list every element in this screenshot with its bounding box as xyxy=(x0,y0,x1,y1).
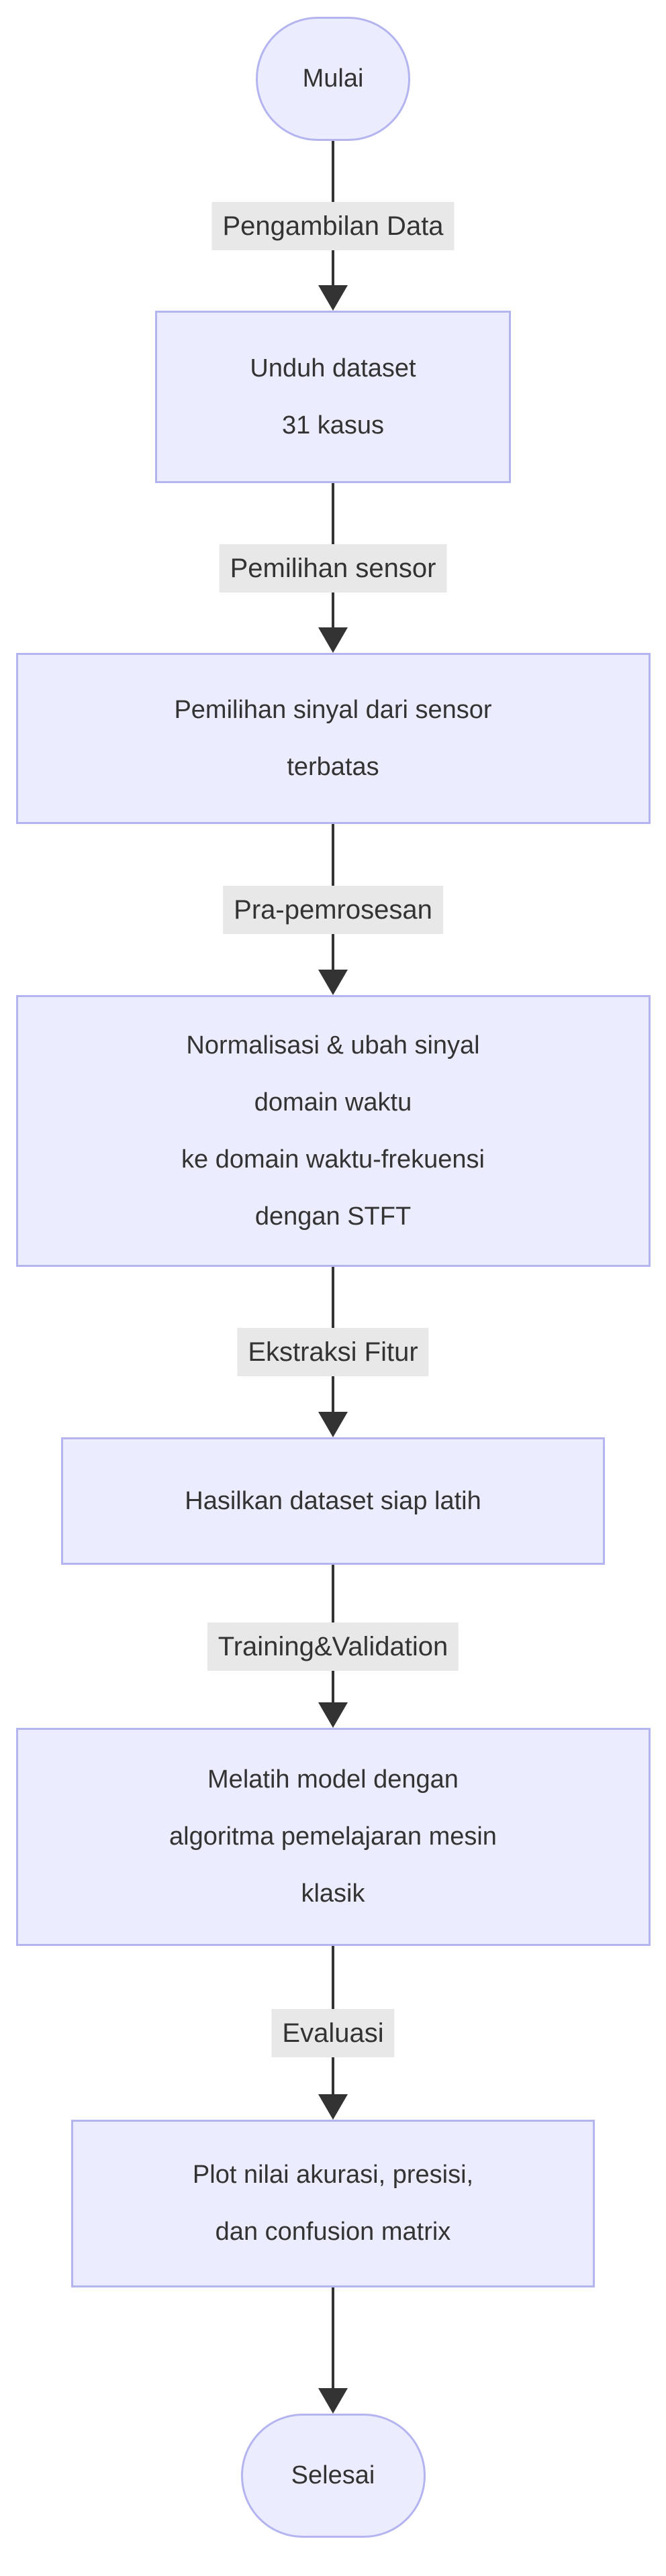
node-label-normalisasi-stft: Normalisasi & ubah sinyal domain waktu k… xyxy=(181,1031,485,1231)
node-unduh-dataset: Unduh dataset 31 kasus xyxy=(155,311,511,483)
node-label-mulai: Mulai xyxy=(302,64,364,93)
edge-pra-pemrosesan: Pra-pemrosesan xyxy=(0,824,666,995)
node-normalisasi-stft: Normalisasi & ubah sinyal domain waktu k… xyxy=(15,995,651,1267)
edge-pengambilan-data: Pengambilan Data xyxy=(0,141,666,311)
arrowhead-down-icon xyxy=(318,2094,348,2120)
edge-label-ekstraksi-fitur: Ekstraksi Fitur xyxy=(237,1328,429,1376)
edge-line xyxy=(332,2287,334,2391)
arrowhead-down-icon xyxy=(318,285,348,311)
edge-plot-to-selesai xyxy=(0,2287,666,2414)
edge-label-training-validation: Training&Validation xyxy=(207,1622,459,1671)
edge-pemilihan-sensor: Pemilihan sensor xyxy=(0,483,666,653)
edge-ekstraksi-fitur: Ekstraksi Fitur xyxy=(0,1267,666,1437)
edge-label-pemilihan-sensor: Pemilihan sensor xyxy=(219,544,447,593)
node-start-mulai: Mulai xyxy=(256,17,410,141)
edge-label-pra-pemrosesan: Pra-pemrosesan xyxy=(223,885,443,934)
node-label-selesai: Selesai xyxy=(291,2461,375,2489)
node-label-melatih-model: Melatih model dengan algoritma pemelajar… xyxy=(169,1765,497,1908)
node-label-hasilkan-dataset: Hasilkan dataset siap latih xyxy=(185,1486,481,1515)
arrowhead-down-icon xyxy=(318,2388,348,2414)
edge-label-pengambilan-data: Pengambilan Data xyxy=(211,201,455,250)
arrowhead-down-icon xyxy=(318,970,348,995)
edge-label-evaluasi: Evaluasi xyxy=(271,2008,395,2057)
node-label-unduh-dataset: Unduh dataset 31 kasus xyxy=(250,354,416,440)
node-label-pemilihan-sinyal: Pemilihan sinyal dari sensor terbatas xyxy=(174,695,492,781)
edge-training-validation: Training&Validation xyxy=(0,1565,666,1728)
edge-evaluasi: Evaluasi xyxy=(0,1946,666,2120)
arrowhead-down-icon xyxy=(318,1412,348,1437)
node-plot-akurasi: Plot nilai akurasi, presisi, dan confusi… xyxy=(71,2120,595,2287)
arrowhead-down-icon xyxy=(318,627,348,653)
node-melatih-model: Melatih model dengan algoritma pemelajar… xyxy=(15,1728,651,1946)
node-hasilkan-dataset: Hasilkan dataset siap latih xyxy=(61,1437,605,1565)
arrowhead-down-icon xyxy=(318,1702,348,1728)
node-pemilihan-sinyal: Pemilihan sinyal dari sensor terbatas xyxy=(15,653,651,824)
node-end-selesai: Selesai xyxy=(240,2414,426,2538)
node-label-plot-akurasi: Plot nilai akurasi, presisi, dan confusi… xyxy=(192,2161,474,2246)
